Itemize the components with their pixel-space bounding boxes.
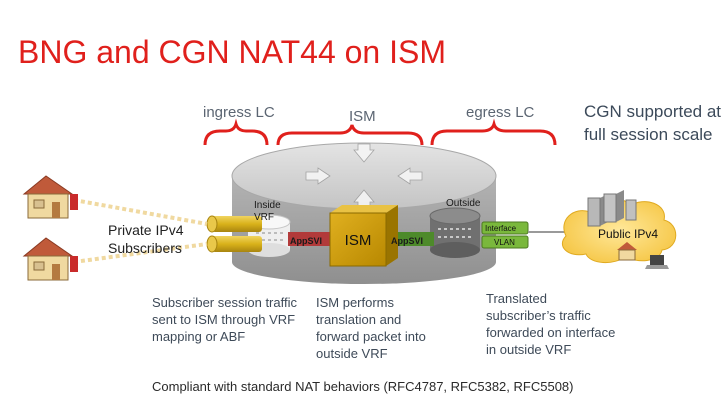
ism-box <box>329 205 398 267</box>
appsvi-segments <box>288 232 434 246</box>
page-title: BNG and CGN NAT44 on ISM <box>18 34 446 70</box>
outside-vrf-cylinder <box>429 207 481 258</box>
subscriber-tubes <box>206 215 262 253</box>
egress-brace <box>430 118 557 146</box>
house-icon <box>22 175 78 219</box>
inside-vrf-label: Inside VRF <box>254 200 281 223</box>
caption-left: Subscriber session traffic sent to ISM t… <box>152 295 297 344</box>
ingress-brace <box>203 118 269 146</box>
ism-box-label: ISM <box>344 232 372 249</box>
appsvi-left-label: AppSVI <box>290 236 323 246</box>
appsvi-right-label: AppSVI <box>391 236 424 246</box>
vlan-label: VLAN <box>494 238 515 247</box>
house-icon <box>617 242 637 261</box>
interface-bars <box>481 221 565 249</box>
cgn-note: CGN supported at full session scale <box>584 102 722 144</box>
caption-right: Translated subscriber’s traffic forwarde… <box>486 291 616 357</box>
ingress-lc-label: ingress LC <box>203 104 275 121</box>
outside-label: Outside <box>446 198 481 209</box>
ism-brace <box>276 124 424 146</box>
interface-label: Interface <box>485 224 517 233</box>
ism-section-label: ISM <box>349 108 376 125</box>
subscriber-links <box>73 198 208 264</box>
private-ipv4-label: Private IPv4 Subscribers <box>108 222 184 256</box>
egress-lc-label: egress LC <box>466 104 535 121</box>
caption-middle: ISM performs translation and forward pac… <box>316 295 426 361</box>
laptop-icon <box>645 255 669 269</box>
server-icon <box>587 190 637 227</box>
compliance-footer: Compliant with standard NAT behaviors (R… <box>152 379 574 394</box>
house-icon <box>22 237 78 281</box>
public-ipv4-label: Public IPv4 <box>598 227 659 241</box>
